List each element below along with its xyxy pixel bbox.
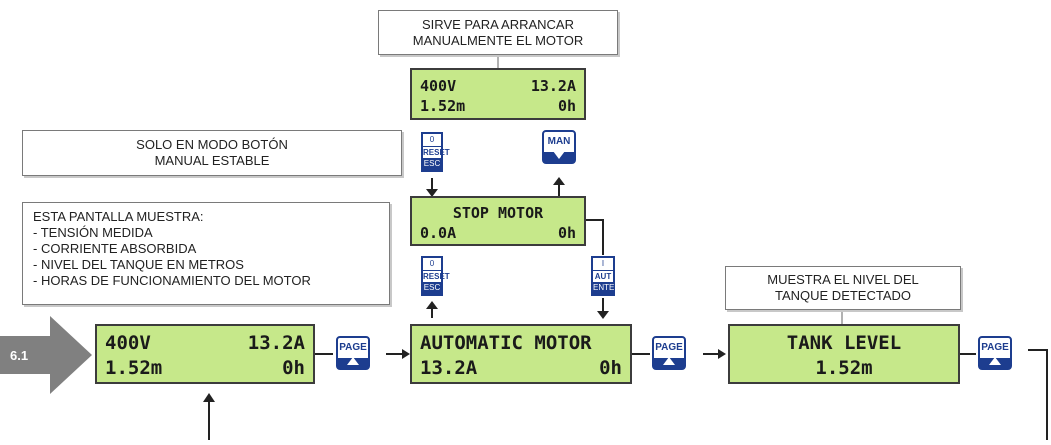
step-arrow <box>0 316 92 394</box>
arrow-down-icon <box>553 151 565 159</box>
lcd-current: 13.2A <box>247 332 305 354</box>
reset-label: RESET <box>423 148 450 157</box>
note-line: - HORAS DE FUNCIONAMIENTO DEL MOTOR <box>33 273 311 288</box>
page-button[interactable]: PAGE <box>652 336 686 370</box>
aut-label: AUT <box>594 272 612 281</box>
lcd-main: 400V 13.2A 1.52m 0h <box>95 324 315 384</box>
note-tank-level: MUESTRA EL NIVEL DEL TANQUE DETECTADO <box>725 266 961 310</box>
zero-label: 0 <box>423 134 441 147</box>
lcd-manual: 400V 13.2A 1.52m 0h <box>410 68 586 120</box>
note-line: ESTA PANTALLA MUESTRA: <box>33 209 204 224</box>
arrow-up-icon <box>663 357 675 365</box>
step-label: 6.1 <box>10 348 29 363</box>
note-line: SIRVE PARA ARRANCAR <box>422 16 574 32</box>
esc-label: ESC <box>423 282 441 294</box>
lcd-level: 1.52m <box>420 97 466 115</box>
lcd-status: STOP MOTOR <box>452 204 544 222</box>
note-line: MANUALMENTE EL MOTOR <box>412 32 584 48</box>
page-button[interactable]: PAGE <box>336 336 370 370</box>
note-solo-boton: SOLO EN MODO BOTÓN MANUAL ESTABLE <box>22 130 402 176</box>
lcd-voltage: 400V <box>420 77 457 95</box>
man-button[interactable]: MAN <box>542 130 576 164</box>
lcd-automatic-motor: AUTOMATIC MOTOR 13.2A 0h <box>410 324 632 384</box>
man-label: MAN <box>544 132 574 152</box>
note-manual-start: SIRVE PARA ARRANCAR MANUALMENTE EL MOTOR <box>378 10 618 55</box>
arrow-up-icon <box>347 357 359 365</box>
esc-label: ESC <box>423 158 441 170</box>
aut-enter-button[interactable]: I AUT ENTER <box>591 256 621 296</box>
lcd-level: 1.52m <box>815 357 873 379</box>
lcd-voltage: 400V <box>105 332 151 354</box>
lcd-stop-motor: STOP MOTOR 0.0A 0h <box>410 196 586 246</box>
note-line: - TENSIÓN MEDIDA <box>33 225 153 240</box>
lcd-tank-level: TANK LEVEL 1.52m <box>728 324 960 384</box>
reset-esc-button[interactable]: 0 RESET ESC <box>421 132 450 172</box>
page-label: PAGE <box>654 338 684 358</box>
note-line: TANQUE DETECTADO <box>774 288 912 303</box>
enter-label: ENTER <box>593 282 621 294</box>
lcd-level: 1.52m <box>105 357 163 379</box>
lcd-title: TANK LEVEL <box>786 332 902 354</box>
reset-esc-button[interactable]: 0 RESET ESC <box>421 256 450 296</box>
zero-label: 0 <box>423 258 441 271</box>
lcd-status: AUTOMATIC MOTOR <box>420 332 592 354</box>
page-button[interactable]: PAGE <box>978 336 1012 370</box>
lcd-current: 13.2A <box>420 357 478 379</box>
note-line: MANUAL ESTABLE <box>154 153 270 168</box>
note-pantalla: ESTA PANTALLA MUESTRA: - TENSIÓN MEDIDA … <box>22 202 390 305</box>
lcd-hours: 0h <box>557 224 576 242</box>
lcd-hours: 0h <box>599 357 622 379</box>
one-label: I <box>593 258 613 271</box>
note-line: - CORRIENTE ABSORBIDA <box>33 241 197 256</box>
note-line: - NIVEL DEL TANQUE EN METROS <box>33 257 244 272</box>
reset-label: RESET <box>423 272 450 281</box>
lcd-hours: 0h <box>282 357 305 379</box>
arrow-up-icon <box>989 357 1001 365</box>
lcd-current: 0.0A <box>420 224 457 242</box>
note-line: SOLO EN MODO BOTÓN <box>136 137 288 152</box>
page-label: PAGE <box>338 338 368 358</box>
page-label: PAGE <box>980 338 1010 358</box>
lcd-hours: 0h <box>557 97 576 115</box>
lcd-current: 13.2A <box>530 77 576 95</box>
note-line: MUESTRA EL NIVEL DEL <box>767 272 919 287</box>
